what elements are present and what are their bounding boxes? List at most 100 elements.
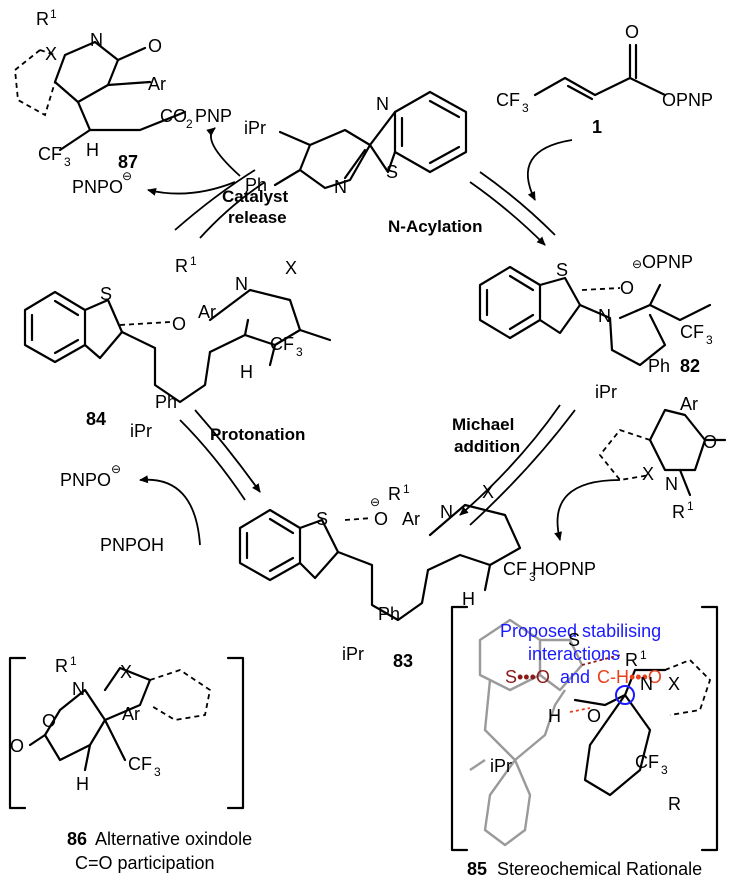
c86-n: N — [72, 679, 85, 699]
hopnp: HOPNP — [532, 559, 596, 579]
c83-num: 83 — [393, 651, 413, 671]
c1-cf: CF — [496, 90, 520, 110]
c87-cf-sub: 3 — [64, 155, 71, 169]
oxindole-o: O — [703, 432, 717, 452]
c82-num: 82 — [680, 356, 700, 376]
c85-n: N — [640, 674, 653, 694]
c84-h: H — [240, 362, 253, 382]
c84-cf-sub: 3 — [296, 345, 303, 359]
oxindole-ar: Ar — [680, 394, 698, 414]
arrow-acylation — [469, 139, 573, 246]
step-protonation: Protonation — [210, 425, 305, 444]
c86-r-sup: 1 — [70, 654, 77, 668]
pnpoh: PNPOH — [100, 535, 164, 555]
arrow-release — [147, 127, 266, 239]
c85-caption: Stereochemical Rationale — [497, 859, 702, 879]
c83-h: H — [462, 589, 475, 609]
step-acylation: N-Acylation — [388, 217, 482, 236]
c85-s-o: S•••O — [505, 667, 550, 687]
c85-r-sup: 1 — [640, 648, 647, 662]
c84-ar: Ar — [198, 302, 216, 322]
c85-r-aryl: R — [668, 794, 681, 814]
c83-s: S — [316, 509, 328, 529]
c84-o: O — [172, 314, 186, 334]
c86-num: 86 — [67, 829, 87, 849]
c84-ph: Ph — [155, 392, 177, 412]
c83-cf: CF — [503, 559, 527, 579]
c87-r-sup: 1 — [50, 7, 57, 21]
c85-c-h-o: C-H•••O — [597, 667, 662, 687]
c83-ph: Ph — [378, 604, 400, 624]
c82-opnp: OPNP — [642, 252, 693, 272]
c85-title-b: interactions — [528, 644, 620, 664]
pnpo-top-charge: ⊖ — [122, 169, 132, 183]
oxindole-x: X — [642, 464, 654, 484]
step-michael-a: Michael — [452, 415, 514, 434]
c82-s: S — [556, 260, 568, 280]
compound-84: S O Ar R 1 N X CF 3 H Ph iPr 84 — [23, 254, 332, 441]
c87-x: X — [45, 44, 57, 64]
compound-83: S O ⊖ Ar R 1 N X CF 3 H Ph iPr 83 — [238, 482, 536, 671]
c85-ipr: iPr — [490, 756, 512, 776]
c84-ipr: iPr — [130, 421, 152, 441]
c84-s: S — [100, 284, 112, 304]
c1-o: O — [625, 22, 639, 42]
c82-ipr: iPr — [595, 382, 617, 402]
catalyst-n-ring: N — [376, 94, 389, 114]
compound-87: R 1 N O X Ar CF 3 H CO 2 PNP 87 — [14, 7, 232, 172]
compound-1: O CF 3 OPNP 1 — [496, 22, 713, 137]
c85-r: R — [625, 650, 638, 670]
c84-num: 84 — [86, 409, 106, 429]
c87-cf: CF — [38, 144, 62, 164]
c87-h: H — [86, 140, 99, 160]
arrow-michael — [459, 404, 621, 541]
c86-o2: O — [10, 736, 24, 756]
compound-86: R 1 N X O O Ar CF 3 H 86 Alternative oxi… — [8, 654, 252, 873]
oxindole-r: R — [672, 502, 685, 522]
oxindole-r-sup: 1 — [687, 499, 694, 513]
oxindole-n: N — [665, 474, 678, 494]
c84-r-sup: 1 — [190, 254, 197, 268]
catalyst-structure: S N N iPr Ph — [244, 90, 468, 197]
c86-cf-sub: 3 — [154, 765, 161, 779]
step-michael-b: addition — [454, 437, 520, 456]
c82-charge: ⊖ — [632, 257, 642, 271]
c1-cf-sub: 3 — [522, 101, 529, 115]
c84-r: R — [175, 256, 188, 276]
c85-x: X — [668, 674, 680, 694]
c85-num: 85 — [467, 859, 487, 879]
c85-and: and — [560, 667, 590, 687]
c86-ar: Ar — [122, 704, 140, 724]
c86-h: H — [76, 774, 89, 794]
c86-caption-b: C=O participation — [75, 853, 215, 873]
pnpo-left-charge: ⊖ — [111, 462, 121, 476]
c82-ph: Ph — [648, 356, 670, 376]
c84-n: N — [235, 274, 248, 294]
c85-h: H — [548, 706, 561, 726]
oxindole-substrate: Ar X N O R 1 — [598, 394, 727, 522]
pnpo-top: PNPO — [72, 177, 123, 197]
c83-x: X — [482, 482, 494, 502]
c1-num: 1 — [592, 117, 602, 137]
c86-cf: CF — [128, 754, 152, 774]
c83-cf-sub: 3 — [529, 570, 536, 584]
c82-cf: CF — [680, 322, 704, 342]
c82-o: O — [620, 278, 634, 298]
pnpo-left: PNPO — [60, 470, 111, 490]
step-release-b: release — [228, 208, 287, 227]
c87-r: R — [36, 9, 49, 29]
c86-o: O — [42, 711, 56, 731]
c87-o: O — [148, 36, 162, 56]
c84-cf: CF — [270, 334, 294, 354]
c83-ar: Ar — [402, 509, 420, 529]
c87-ar: Ar — [148, 74, 166, 94]
c87-n: N — [90, 30, 103, 50]
catalyst-ph: Ph — [245, 175, 267, 195]
c85-title-a: Proposed stabilising — [500, 621, 661, 641]
c85-o: O — [587, 706, 601, 726]
c83-n: N — [440, 502, 453, 522]
step-release-a: Catalyst — [222, 187, 288, 206]
compound-82: S O N OPNP ⊖ CF 3 Ph iPr 82 — [478, 252, 713, 402]
c86-r: R — [55, 656, 68, 676]
